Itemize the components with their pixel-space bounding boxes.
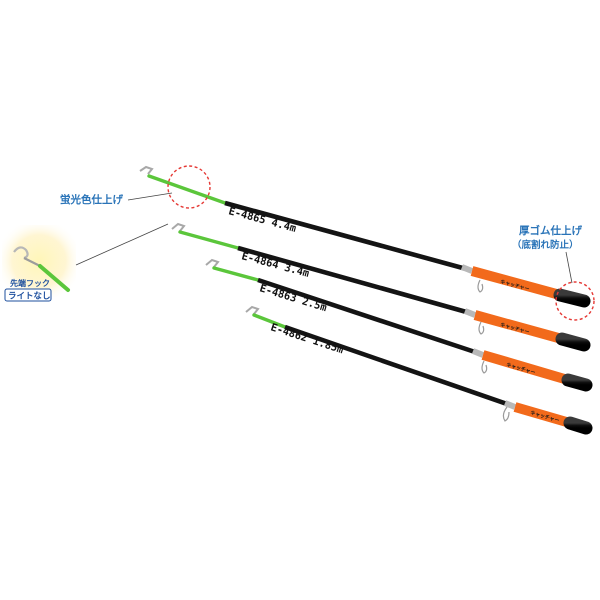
rod-ring xyxy=(503,400,517,410)
rod-strap-loop xyxy=(481,360,488,374)
rod-e4863: キャッチャー E-4863 2.5m xyxy=(205,258,593,392)
rod-end-cap xyxy=(553,288,591,308)
rod-ring xyxy=(460,264,474,274)
rod-handle xyxy=(481,350,570,385)
rod-handle xyxy=(470,266,562,300)
rod-model-label: E-4862 1.85m xyxy=(269,321,345,356)
rod-strap-loop xyxy=(477,279,484,293)
rod-end-cap xyxy=(555,332,591,352)
rod-hook-icon xyxy=(245,305,260,315)
rod-hook-icon xyxy=(205,258,220,268)
rod-ring xyxy=(463,308,477,318)
no-light-badge-frame xyxy=(4,288,52,302)
rod-handle xyxy=(473,310,564,344)
rod-model-label: E-4864 3.4m xyxy=(240,250,310,280)
hook-leader-line xyxy=(75,223,169,266)
thick-rubber-sublabel: （底割れ防止） xyxy=(512,239,579,251)
rod-hook-icon xyxy=(171,222,186,232)
rod-handle xyxy=(513,402,572,428)
rod-end-cap xyxy=(563,416,593,435)
hook-detail-inset: 先端フック ライトなし xyxy=(2,223,169,302)
no-light-badge: ライトなし xyxy=(8,292,51,302)
end-cap-highlight-circle xyxy=(555,281,595,321)
rod-tip-green xyxy=(147,174,227,205)
rod-strap-loop xyxy=(502,406,510,422)
fluorescent-leader-line xyxy=(127,192,173,201)
hook-icon xyxy=(13,246,70,292)
rod-shaft xyxy=(257,277,479,356)
rod-ring xyxy=(471,348,485,358)
rod-end-cap xyxy=(561,373,593,392)
hook-label: 先端フック xyxy=(10,278,50,288)
callout-fluorescent: 蛍光色仕上げ xyxy=(60,165,211,209)
thick-rubber-leader-line xyxy=(565,251,573,284)
rod-tip-green xyxy=(178,230,240,250)
rod-shaft xyxy=(224,200,471,273)
rod-shaft xyxy=(237,245,471,316)
callout-thick-rubber: 厚ゴム仕上げ （底割れ防止） xyxy=(512,224,595,321)
rod-strap-loop xyxy=(478,321,485,335)
fluorescent-finish-label: 蛍光色仕上げ xyxy=(60,193,123,206)
rod-tip-green xyxy=(252,313,287,329)
tip-highlight-circle xyxy=(167,165,211,209)
rod-model-label: E-4865 4.4m xyxy=(227,205,297,235)
rod-shaft xyxy=(284,324,511,408)
rod-tip-green xyxy=(212,266,260,282)
rod-hook-icon xyxy=(139,165,154,175)
thick-rubber-label: 厚ゴム仕上げ xyxy=(519,224,582,237)
